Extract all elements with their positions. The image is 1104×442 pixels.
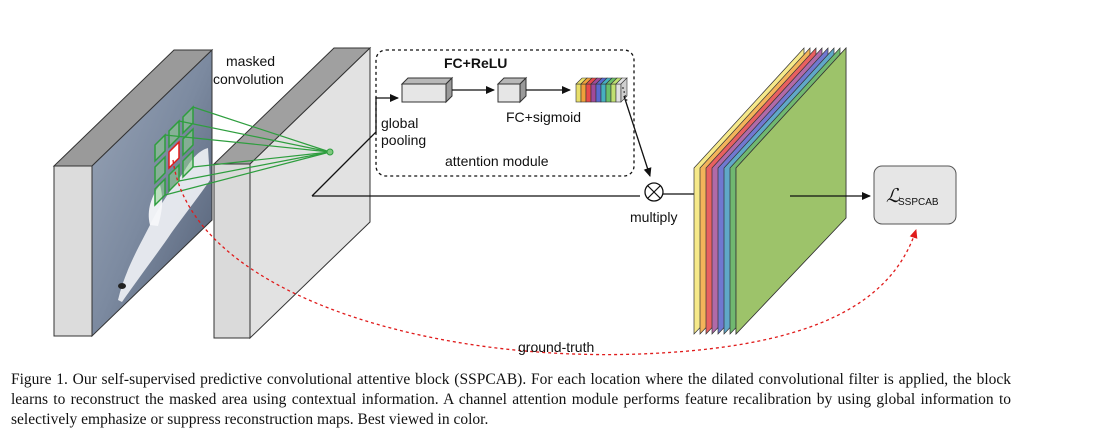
filter-cell	[154, 155, 166, 185]
masked-region	[168, 140, 180, 170]
attention-dots	[625, 99, 628, 101]
fc-sigmoid-label: FC+sigmoid	[506, 109, 581, 125]
multiply-node	[644, 182, 664, 202]
attention-weight-bar	[610, 83, 617, 103]
output-point	[326, 148, 334, 156]
convolution-label: convolution	[213, 71, 284, 87]
masked-label: masked	[226, 53, 275, 69]
figure-caption: Figure 1. Our self-supervised predictive…	[11, 371, 1011, 428]
filter-cell	[182, 127, 194, 157]
conv-block-side	[213, 163, 251, 339]
loss-box	[873, 165, 957, 225]
attention-weight-bar	[580, 83, 587, 103]
attention-weight-bar	[605, 83, 612, 103]
reconstruction-map-front	[735, 46, 847, 336]
attention-module-label: attention module	[445, 153, 549, 169]
rabbit-fur	[118, 148, 210, 302]
attention-weight-bar	[590, 83, 597, 103]
sspcab-diagram: ℒ SSPCAB masked convolution FC+ReLU FC+s…	[52, 46, 957, 356]
attention-module-box	[375, 49, 635, 177]
filter-projection-lines	[164, 106, 331, 196]
reconstruction-maps	[693, 46, 847, 336]
loss-subscript: SSPCAB	[898, 197, 939, 208]
global-label: global	[381, 115, 418, 131]
ground-truth-arrow	[172, 159, 918, 356]
input-block-side	[53, 165, 93, 337]
attention-weight-bar	[600, 83, 607, 103]
ground-truth-label: ground-truth	[518, 339, 594, 355]
attention-dots	[624, 95, 627, 97]
multiply-label: multiply	[630, 209, 677, 225]
fc-relu-cuboid	[400, 76, 454, 104]
attention-weight-bar	[575, 83, 582, 103]
input-image-block	[52, 48, 214, 338]
masked-convolution-block	[212, 46, 372, 340]
attention-weights	[575, 77, 628, 103]
attention-weight-bar	[585, 83, 592, 103]
conv-block-front	[249, 46, 371, 340]
attention-weight-bar	[615, 83, 622, 103]
fc-relu-label: FC+ReLU	[444, 55, 507, 71]
filter-cell	[154, 133, 166, 163]
rabbit-eye	[118, 283, 126, 289]
loss-symbol: ℒ	[886, 186, 901, 207]
fc-sigmoid-cuboid	[496, 76, 528, 104]
pooling-label: pooling	[381, 132, 426, 148]
filter-cell	[182, 105, 194, 135]
attention-dots	[622, 87, 624, 89]
attention-to-multiply-arrow	[623, 95, 652, 177]
attention-weight-bar	[595, 83, 602, 103]
attention-dots	[623, 91, 626, 93]
